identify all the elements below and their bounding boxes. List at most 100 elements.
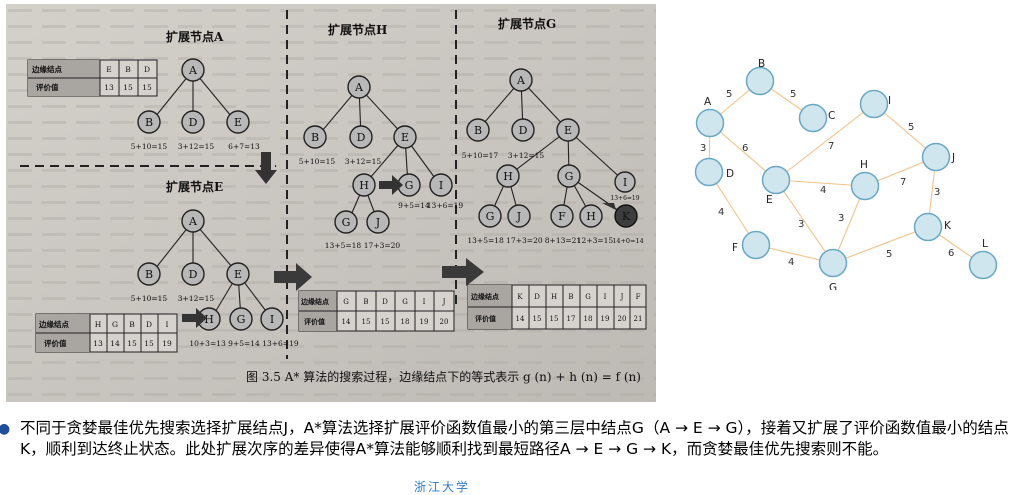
table-cell: B xyxy=(363,298,368,306)
node-label: B xyxy=(145,116,153,129)
node-formula: 10+3=13 9+5=14 13+6=19 xyxy=(189,339,299,348)
table-cell: 14 xyxy=(516,315,525,323)
table-cell: G xyxy=(402,298,408,306)
table-cell: 20 xyxy=(618,315,627,323)
node-label: D xyxy=(189,268,198,281)
tree-node xyxy=(496,164,520,188)
tree-node xyxy=(229,307,253,331)
table-cell: J xyxy=(442,298,446,306)
table-cell: 15 xyxy=(362,318,371,326)
graph-node-label: E xyxy=(766,194,773,206)
table-cell: 19 xyxy=(162,339,172,348)
stage-title-g: 扩展节点G xyxy=(498,16,556,31)
tree-node xyxy=(137,110,161,134)
table-cell: D xyxy=(382,298,388,306)
table-cell: H xyxy=(95,320,102,329)
node-label: H xyxy=(359,179,369,192)
graph-node-label: A xyxy=(704,96,712,108)
edge-weight: 4 xyxy=(820,185,826,196)
node-label: I xyxy=(270,313,274,326)
graph-node xyxy=(745,66,775,96)
tree-node xyxy=(137,262,161,286)
table-cell: 20 xyxy=(440,318,449,326)
tree-node xyxy=(334,210,358,234)
tree-node xyxy=(260,307,284,331)
table-cell: 17 xyxy=(567,315,576,323)
table-cell: I xyxy=(604,293,607,301)
edge-weight: 3 xyxy=(700,143,706,154)
table-cell: 21 xyxy=(634,315,643,323)
table-cell: D xyxy=(144,65,150,74)
graph-node xyxy=(695,108,725,138)
tree-node xyxy=(181,209,205,233)
down-arrow-icon xyxy=(255,152,277,184)
node-formula: 9+5=14 xyxy=(398,201,430,210)
node-label: D xyxy=(357,131,366,144)
edge-weight: 6 xyxy=(948,248,954,259)
node-label: A xyxy=(354,81,364,94)
fringe-table-a: 边缘结点 评价值 E B D 13 15 15 xyxy=(27,59,158,97)
node-label: A xyxy=(516,74,526,87)
tree-node xyxy=(466,118,490,142)
stage-title-a: 扩展节点A xyxy=(166,29,224,44)
graph-node xyxy=(913,212,943,242)
node-label: H xyxy=(204,313,214,326)
table-row-label: 评价值 xyxy=(44,338,67,348)
search-graph: A B C D E F G H I J K L 5 5 3 6 7 5 4 7 … xyxy=(694,58,998,290)
node-label: G xyxy=(405,179,414,192)
node-formula: 3+12=15 xyxy=(178,142,215,151)
table-cell: K xyxy=(517,293,523,301)
node-label: A xyxy=(188,64,198,77)
table-row-label: 评价值 xyxy=(304,317,325,326)
right-arrow-icon xyxy=(379,175,403,195)
node-formula: 13+5=18 17+3=20 xyxy=(467,236,542,245)
edge-weight: 4 xyxy=(718,207,724,218)
node-label: G xyxy=(342,216,351,229)
node-label: D xyxy=(189,116,198,129)
node-formula: 3+12=15 xyxy=(178,294,215,303)
graph-node-label: L xyxy=(982,238,988,250)
node-formula: 5+10=15 xyxy=(131,294,168,303)
graph-node xyxy=(968,250,998,280)
tree-node xyxy=(509,68,533,92)
edge-weight: 6 xyxy=(742,143,748,154)
edge-weight: 5 xyxy=(908,122,914,133)
edge-weight: 4 xyxy=(788,257,794,268)
graph-node-label: F xyxy=(732,242,738,254)
graph-node xyxy=(921,142,951,172)
table-cell: B xyxy=(129,320,135,329)
node-label: E xyxy=(234,268,242,281)
tree-node xyxy=(181,58,205,82)
graph-node xyxy=(798,103,828,133)
tree-node xyxy=(181,110,205,134)
graph-node xyxy=(818,248,848,278)
explanation-paragraph: ● 不同于贪婪最佳优先搜索选择扩展结点J，A*算法选择扩展评价函数值最小的第三层… xyxy=(0,418,1025,460)
tree-node xyxy=(579,204,603,228)
node-label: G xyxy=(565,170,574,183)
tree-node xyxy=(429,173,453,197)
stage-title-e: 扩展节点E xyxy=(166,179,223,194)
fringe-table-g: 边缘结点 评价值 K D H B G I J F 14 15 15 17 18 … xyxy=(467,284,647,330)
table-cell: I xyxy=(423,298,426,306)
node-formula: 13+6=19 xyxy=(610,195,639,202)
tree-node xyxy=(303,125,327,149)
table-cell: 13 xyxy=(104,83,114,92)
table-cell: 13 xyxy=(93,339,103,348)
table-cell: 15 xyxy=(127,339,137,348)
graph-node-label: B xyxy=(758,58,765,70)
table-cell: H xyxy=(551,293,557,301)
tree-node xyxy=(556,118,580,142)
node-label: G xyxy=(486,210,495,223)
graph-node-label: D xyxy=(726,168,734,180)
table-cell: 18 xyxy=(584,315,593,323)
node-label: B xyxy=(474,124,482,137)
edge-weight: 5 xyxy=(886,249,892,260)
table-cell: 15 xyxy=(144,339,154,348)
node-formula: 17+3=20 xyxy=(364,241,401,250)
node-label: I xyxy=(439,179,443,192)
node-formula: 3+12=15 xyxy=(345,157,382,166)
node-label: K xyxy=(622,210,631,223)
table-header: 边缘结点 xyxy=(38,319,69,329)
figure-caption: 图 3.5 A* 算法的搜索过程，边缘结点下的等式表示 g (n) + h (n… xyxy=(246,369,641,384)
tree-node xyxy=(347,75,371,99)
